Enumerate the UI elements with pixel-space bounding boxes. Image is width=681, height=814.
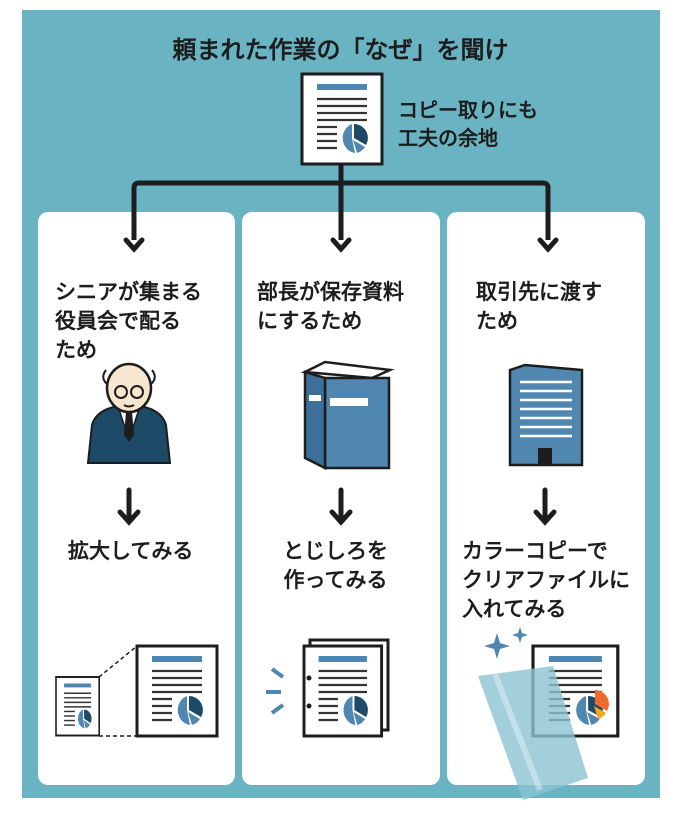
reason-client: 取引先に渡す ため: [476, 280, 602, 333]
clear-file-document-icon: [478, 627, 620, 800]
sparkle-icon: [512, 627, 528, 643]
elderly-man-icon: [86, 362, 172, 464]
connector-lines: [131, 164, 551, 240]
reason-manager: 部長が保存資料 にするため: [257, 280, 404, 333]
top-note: コピー取りにも 工夫の余地: [398, 98, 538, 150]
action-manager: とじしろを 作ってみる: [283, 539, 388, 592]
margin-document-icon: [266, 638, 390, 738]
binder-book-icon: [300, 360, 395, 471]
page-title: 頼まれた作業の「なぜ」を聞け: [172, 36, 509, 64]
sparkle-icon: [484, 633, 510, 659]
arrow-down-icon: [117, 237, 559, 526]
enlarged-document-icon: [55, 644, 219, 738]
action-senior: 拡大してみる: [68, 539, 194, 563]
document-icon: [300, 72, 384, 166]
office-building-icon: [508, 363, 584, 467]
reason-senior: シニアが集まる 役員会で配る ため: [55, 280, 202, 362]
action-client: カラーコピーで クリアファイルに 入れてみる: [462, 539, 630, 621]
